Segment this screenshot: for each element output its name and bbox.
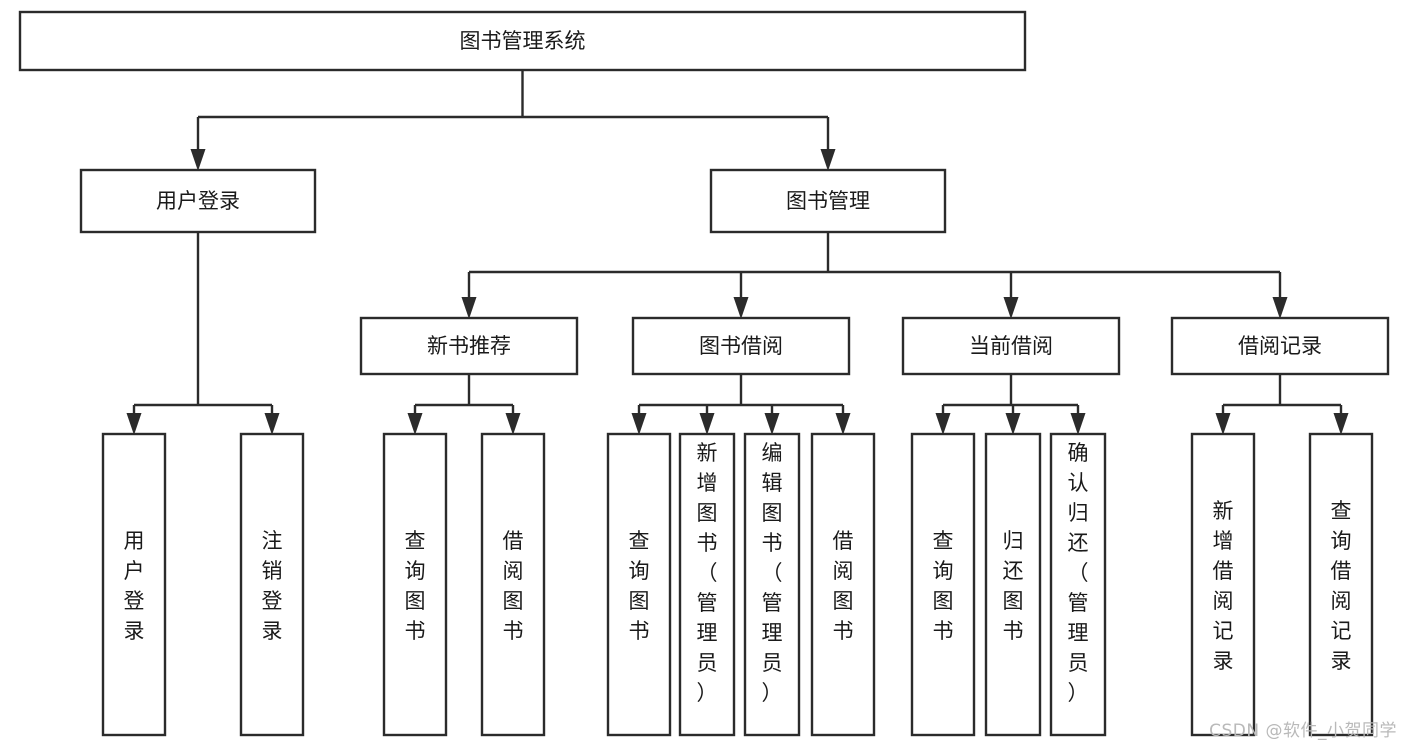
node-box-leaf-confirm-return[interactable] bbox=[1049, 432, 1107, 737]
node-label-book-manage: 图书管理 bbox=[786, 189, 870, 213]
node-leaf-add-borrow-record[interactable]: 新增借阅记录 bbox=[1190, 432, 1256, 737]
connector-arrow-icon bbox=[1215, 413, 1231, 435]
node-label-leaf-query-book-borrow: 查询图书 bbox=[629, 529, 650, 643]
connector-arrow-icon bbox=[1005, 413, 1021, 435]
node-leaf-add-book[interactable]: 新增图书（管理员） bbox=[678, 432, 736, 737]
node-label-current-borrow: 当前借阅 bbox=[969, 334, 1053, 358]
node-root[interactable]: 图书管理系统 bbox=[18, 10, 1027, 72]
connector-arrow-icon bbox=[699, 413, 715, 435]
node-label-user-login: 用户登录 bbox=[156, 189, 240, 213]
node-borrow-record[interactable]: 借阅记录 bbox=[1170, 316, 1390, 376]
node-box-root[interactable] bbox=[18, 10, 1027, 72]
connector-group-bus-borrow-record bbox=[1215, 374, 1349, 435]
node-label-leaf-confirm-return: 确认归还（管理员） bbox=[1068, 441, 1089, 705]
node-label-leaf-add-borrow-record: 新增借阅记录 bbox=[1213, 499, 1234, 673]
connector-layer bbox=[126, 70, 1349, 435]
node-leaf-confirm-return[interactable]: 确认归还（管理员） bbox=[1049, 432, 1107, 737]
node-user-login[interactable]: 用户登录 bbox=[79, 168, 317, 234]
node-box-user-login[interactable] bbox=[79, 168, 317, 234]
node-label-leaf-borrow-book-rec: 借阅图书 bbox=[503, 529, 524, 643]
node-box-current-borrow[interactable] bbox=[901, 316, 1121, 376]
connector-arrow-icon bbox=[1272, 297, 1288, 319]
node-label-leaf-query-book-rec: 查询图书 bbox=[405, 529, 426, 643]
node-label-leaf-user-login: 用户登录 bbox=[124, 529, 145, 643]
node-label-root: 图书管理系统 bbox=[460, 29, 586, 53]
connector-arrow-icon bbox=[407, 413, 423, 435]
connector-group-bus-user-login bbox=[126, 232, 280, 435]
connector-arrow-icon bbox=[835, 413, 851, 435]
node-box-leaf-query-borrow-record[interactable] bbox=[1308, 432, 1374, 737]
node-leaf-query-borrow-record[interactable]: 查询借阅记录 bbox=[1308, 432, 1374, 737]
node-label-leaf-add-book: 新增图书（管理员） bbox=[697, 441, 718, 705]
connector-arrow-icon bbox=[1003, 297, 1019, 319]
node-layer: 图书管理系统用户登录图书管理新书推荐图书借阅当前借阅借阅记录用户登录注销登录查询… bbox=[18, 10, 1390, 737]
connector-group-bus-current-borrow bbox=[935, 374, 1086, 435]
node-box-leaf-add-borrow-record[interactable] bbox=[1190, 432, 1256, 737]
connector-arrow-icon bbox=[461, 297, 477, 319]
node-label-book-borrow: 图书借阅 bbox=[699, 334, 783, 358]
node-box-borrow-record[interactable] bbox=[1170, 316, 1390, 376]
node-box-book-manage[interactable] bbox=[709, 168, 947, 234]
node-new-book-recommend[interactable]: 新书推荐 bbox=[359, 316, 579, 376]
node-leaf-borrow-book[interactable]: 借阅图书 bbox=[810, 432, 876, 737]
connector-arrow-icon bbox=[935, 413, 951, 435]
node-box-leaf-edit-book[interactable] bbox=[743, 432, 801, 737]
node-leaf-return-book[interactable]: 归还图书 bbox=[984, 432, 1042, 737]
node-label-leaf-query-borrow-record: 查询借阅记录 bbox=[1331, 499, 1352, 673]
node-label-leaf-edit-book: 编辑图书（管理员） bbox=[762, 441, 783, 705]
node-leaf-query-book-borrow[interactable]: 查询图书 bbox=[606, 432, 672, 737]
node-book-manage[interactable]: 图书管理 bbox=[709, 168, 947, 234]
node-label-borrow-record: 借阅记录 bbox=[1238, 334, 1322, 358]
connector-group-bus-book-manage bbox=[461, 232, 1288, 319]
node-box-leaf-borrow-book-rec[interactable] bbox=[480, 432, 546, 737]
connector-arrow-icon bbox=[126, 413, 142, 435]
connector-group-bus-new-book-recommend bbox=[407, 374, 521, 435]
node-label-new-book-recommend: 新书推荐 bbox=[427, 334, 511, 358]
connector-group-bus-root bbox=[190, 70, 836, 171]
node-box-leaf-user-login[interactable] bbox=[101, 432, 167, 737]
node-box-leaf-query-book-rec[interactable] bbox=[382, 432, 448, 737]
node-label-leaf-return-book: 归还图书 bbox=[1003, 529, 1024, 643]
connector-arrow-icon bbox=[1333, 413, 1349, 435]
node-box-leaf-query-book-current[interactable] bbox=[910, 432, 976, 737]
node-label-leaf-borrow-book: 借阅图书 bbox=[833, 529, 854, 643]
node-leaf-borrow-book-rec[interactable]: 借阅图书 bbox=[480, 432, 546, 737]
connector-arrow-icon bbox=[264, 413, 280, 435]
node-leaf-user-logout[interactable]: 注销登录 bbox=[239, 432, 305, 737]
connector-arrow-icon bbox=[733, 297, 749, 319]
node-box-leaf-add-book[interactable] bbox=[678, 432, 736, 737]
connector-arrow-icon bbox=[1070, 413, 1086, 435]
node-leaf-user-login[interactable]: 用户登录 bbox=[101, 432, 167, 737]
node-label-leaf-user-logout: 注销登录 bbox=[262, 529, 283, 643]
node-box-leaf-borrow-book[interactable] bbox=[810, 432, 876, 737]
connector-arrow-icon bbox=[190, 149, 206, 171]
node-label-leaf-query-book-current: 查询图书 bbox=[933, 529, 954, 643]
node-box-book-borrow[interactable] bbox=[631, 316, 851, 376]
connector-arrow-icon bbox=[631, 413, 647, 435]
connector-arrow-icon bbox=[820, 149, 836, 171]
node-leaf-query-book-current[interactable]: 查询图书 bbox=[910, 432, 976, 737]
node-box-leaf-return-book[interactable] bbox=[984, 432, 1042, 737]
connector-arrow-icon bbox=[505, 413, 521, 435]
connector-group-bus-book-borrow bbox=[631, 374, 851, 435]
node-box-new-book-recommend[interactable] bbox=[359, 316, 579, 376]
node-leaf-query-book-rec[interactable]: 查询图书 bbox=[382, 432, 448, 737]
connector-arrow-icon bbox=[764, 413, 780, 435]
node-box-leaf-user-logout[interactable] bbox=[239, 432, 305, 737]
node-leaf-edit-book[interactable]: 编辑图书（管理员） bbox=[743, 432, 801, 737]
node-box-leaf-query-book-borrow[interactable] bbox=[606, 432, 672, 737]
node-current-borrow[interactable]: 当前借阅 bbox=[901, 316, 1121, 376]
node-book-borrow[interactable]: 图书借阅 bbox=[631, 316, 851, 376]
